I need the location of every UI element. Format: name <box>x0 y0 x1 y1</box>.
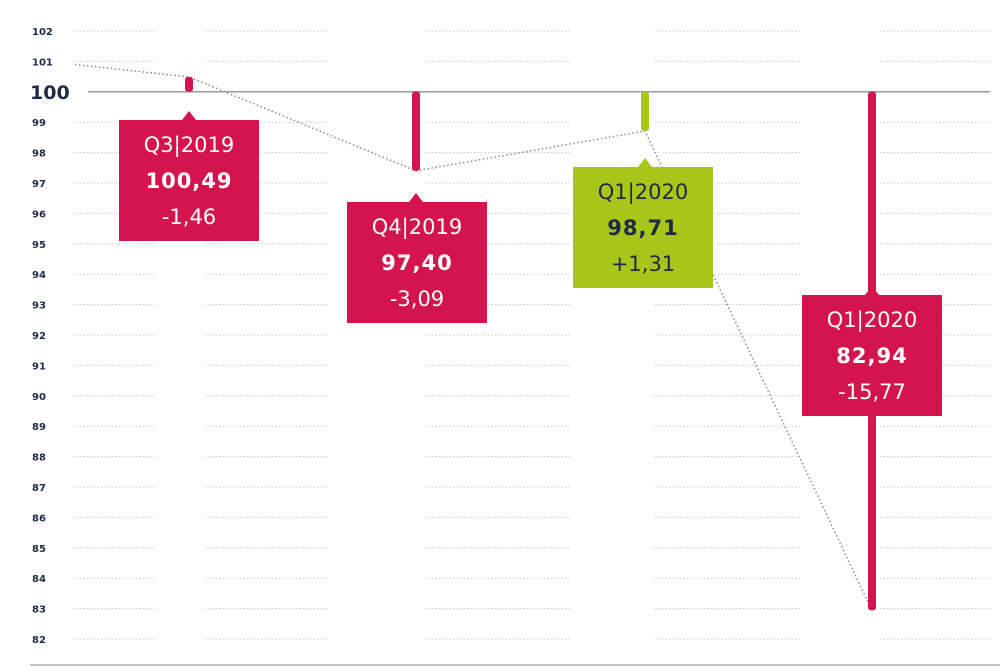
y-tick-91: 91 <box>32 361 46 372</box>
y-tick-82: 82 <box>32 635 46 646</box>
y-tick-88: 88 <box>32 453 46 464</box>
y-tick-89: 89 <box>32 422 46 433</box>
quarter-label: Q4|2019 <box>371 214 463 239</box>
y-tick-93: 93 <box>32 301 46 312</box>
y-tick-95: 95 <box>32 240 46 251</box>
value-label-box-3: Q1|2020 98,71 +1,31 <box>573 158 713 288</box>
y-tick-98: 98 <box>32 149 46 160</box>
y-tick-101: 101 <box>32 57 53 68</box>
change-label: +1,31 <box>610 251 676 276</box>
bars <box>185 76 876 611</box>
value-label-box-4: Q1|2020 82,94 -15,77 <box>802 286 942 416</box>
label-pointer <box>409 193 423 202</box>
change-label: -15,77 <box>838 379 906 404</box>
y-tick-97: 97 <box>32 179 46 190</box>
y-tick-92: 92 <box>32 331 46 342</box>
bar-1 <box>185 76 193 92</box>
label-pointer <box>182 111 196 120</box>
change-label: -1,46 <box>161 204 217 229</box>
y-tick-90: 90 <box>32 392 46 403</box>
value-label-box-1: Q3|2019 100,49 -1,46 <box>119 111 259 241</box>
y-tick-94: 94 <box>32 270 46 281</box>
bar-2 <box>412 91 420 171</box>
y-tick-102: 102 <box>32 27 53 38</box>
quarter-label: Q3|2019 <box>143 132 235 157</box>
y-tick-86: 86 <box>32 513 46 524</box>
value-label-box-2: Q4|2019 97,40 -3,09 <box>347 193 487 323</box>
value-label: 98,71 <box>607 215 679 240</box>
quarter-label: Q1|2020 <box>826 307 918 332</box>
y-tick-83: 83 <box>32 605 46 616</box>
value-label: 100,49 <box>145 168 233 193</box>
y-axis-ticks: 82 83 84 85 86 87 88 89 90 91 92 93 94 95 96 97 98 99 100 1… <box>30 27 70 646</box>
change-label: -3,09 <box>389 286 445 311</box>
gridlines <box>73 30 990 640</box>
label-pointer <box>638 158 652 167</box>
quarter-label: Q1|2020 <box>597 179 689 204</box>
y-tick-96: 96 <box>32 209 46 220</box>
y-tick-85: 85 <box>32 544 46 555</box>
value-label: 82,94 <box>836 343 908 368</box>
y-tick-84: 84 <box>32 574 46 585</box>
bar-3 <box>641 91 649 132</box>
y-tick-100: 100 <box>30 82 70 104</box>
y-tick-99: 99 <box>32 118 46 129</box>
label-pointer <box>865 286 879 295</box>
y-tick-87: 87 <box>32 483 46 494</box>
value-label: 97,40 <box>381 250 453 275</box>
